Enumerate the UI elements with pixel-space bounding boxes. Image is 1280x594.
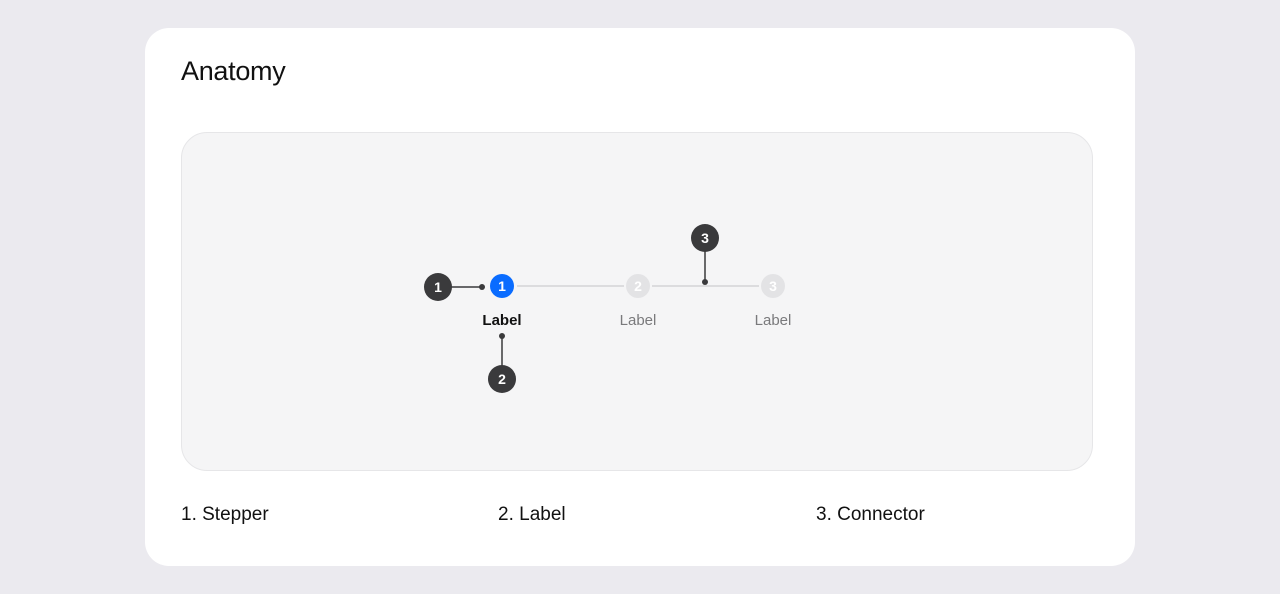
step-3[interactable]: 3 Label bbox=[755, 274, 792, 329]
anatomy-marker-3: 3 bbox=[691, 224, 719, 285]
marker-dot bbox=[479, 284, 485, 290]
legend-item-label: 2. Label bbox=[498, 504, 566, 525]
stepper-circle bbox=[626, 274, 650, 298]
anatomy-card: Anatomy 1 Label 2 Label bbox=[145, 28, 1135, 566]
anatomy-marker-1: 1 bbox=[424, 273, 485, 301]
step-2[interactable]: 2 Label bbox=[620, 274, 657, 329]
anatomy-stage: 1 Label 2 Label 3 Label bbox=[181, 132, 1093, 471]
stepper-circle bbox=[490, 274, 514, 298]
marker-number: 3 bbox=[701, 230, 709, 246]
marker-number: 2 bbox=[498, 371, 506, 387]
stepper-number: 3 bbox=[769, 278, 777, 294]
marker-badge bbox=[488, 365, 516, 393]
anatomy-diagram: 1 Label 2 Label 3 Label bbox=[424, 224, 792, 393]
anatomy-marker-2: 2 bbox=[488, 333, 516, 393]
marker-number: 1 bbox=[434, 279, 442, 295]
stepper-number: 1 bbox=[498, 278, 506, 294]
legend-item-connector: 3. Connector bbox=[816, 504, 925, 525]
stepper-number: 2 bbox=[634, 278, 642, 294]
marker-badge bbox=[424, 273, 452, 301]
step-label: Label bbox=[620, 312, 657, 329]
legend-item-stepper: 1. Stepper bbox=[181, 504, 269, 525]
page-title: Anatomy bbox=[181, 56, 286, 86]
step-label: Label bbox=[755, 312, 792, 329]
marker-badge bbox=[691, 224, 719, 252]
marker-dot bbox=[499, 333, 505, 339]
marker-dot bbox=[702, 279, 708, 285]
step-label: Label bbox=[482, 312, 521, 329]
stepper-circle bbox=[761, 274, 785, 298]
step-1[interactable]: 1 Label bbox=[482, 274, 522, 329]
